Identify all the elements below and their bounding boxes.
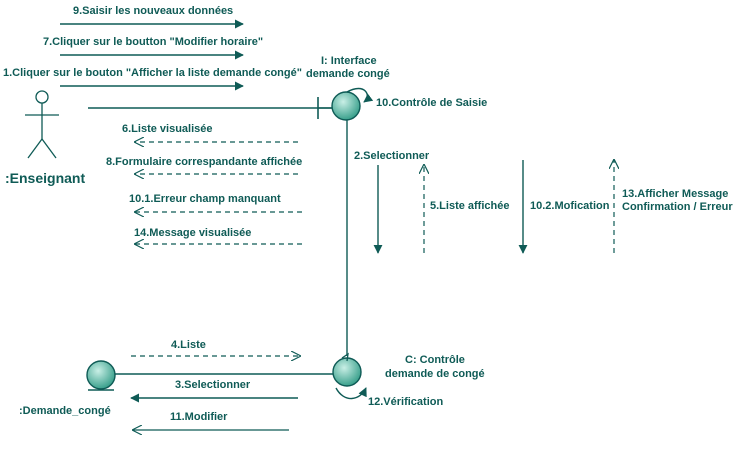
entity-object: :Demande_congé xyxy=(19,360,116,417)
message-9-label: 9.Saisir les nouveaux données xyxy=(73,5,233,17)
message-5-label: 5.Liste affichée xyxy=(430,200,509,212)
control-label-line1: C: Contrôle xyxy=(405,354,465,366)
message-8-label: 8.Formulaire correspandante affichée xyxy=(106,156,302,168)
stick-figure-actor-icon xyxy=(25,90,59,159)
message-10-1-label: 10.1.Erreur champ manquant xyxy=(129,193,281,205)
message-13-label-line1: 13.Afficher Message xyxy=(622,188,728,200)
message-10-label: 10.Contrôle de Saisie xyxy=(376,97,487,109)
message-6: 6.Liste visualisée xyxy=(122,123,298,142)
boundary-object-icon xyxy=(317,91,361,121)
message-4: 4.Liste xyxy=(131,339,300,356)
message-3: 3.Selectionner xyxy=(130,379,298,403)
message-1: 1.Cliquer sur le bouton "Afficher la lis… xyxy=(3,67,302,91)
message-14-label: 14.Message visualisée xyxy=(134,227,251,239)
boundary-object: I: Interface demande congé xyxy=(306,55,390,121)
message-5: 5.Liste affichée xyxy=(424,165,509,253)
actor-label: :Enseignant xyxy=(5,170,85,186)
control-label-line2: demande de congé xyxy=(385,368,485,380)
message-10-1: 10.1.Erreur champ manquant xyxy=(129,193,302,212)
entity-label: :Demande_congé xyxy=(19,405,111,417)
message-7-label: 7.Cliquer sur le boutton "Modifier horai… xyxy=(43,36,263,48)
message-11: 11.Modifier xyxy=(133,411,289,430)
control-object-icon xyxy=(332,352,362,387)
entity-object-icon xyxy=(86,360,116,391)
boundary-label-line2: demande congé xyxy=(306,68,390,80)
message-12-label: 12.Vérification xyxy=(368,396,443,408)
message-7: 7.Cliquer sur le boutton "Modifier horai… xyxy=(43,36,263,60)
message-11-label: 11.Modifier xyxy=(170,411,228,423)
boundary-label-line1: I: Interface xyxy=(321,55,377,67)
message-13-label-line2: Confirmation / Erreur xyxy=(622,201,733,213)
message-9: 9.Saisir les nouveaux données xyxy=(60,5,244,29)
message-3-label: 3.Selectionner xyxy=(175,379,251,391)
message-1-label: 1.Cliquer sur le bouton "Afficher la lis… xyxy=(3,67,302,79)
message-14: 14.Message visualisée xyxy=(134,227,302,244)
message-13: 13.Afficher Message Confirmation / Erreu… xyxy=(614,160,733,253)
message-6-label: 6.Liste visualisée xyxy=(122,123,213,135)
message-8: 8.Formulaire correspandante affichée xyxy=(106,156,302,174)
message-2: 2.Selectionner xyxy=(354,150,430,254)
message-4-label: 4.Liste xyxy=(171,339,206,351)
actor-enseignant: :Enseignant xyxy=(5,90,85,186)
control-object: C: Contrôle demande de congé xyxy=(332,352,485,387)
message-10-2: 10.2.Mofication xyxy=(518,160,610,254)
message-10-2-label: 10.2.Mofication xyxy=(530,200,610,212)
message-12: 12.Vérification xyxy=(335,387,443,408)
message-10: 10.Contrôle de Saisie xyxy=(346,87,487,109)
message-2-label: 2.Selectionner xyxy=(354,150,430,162)
